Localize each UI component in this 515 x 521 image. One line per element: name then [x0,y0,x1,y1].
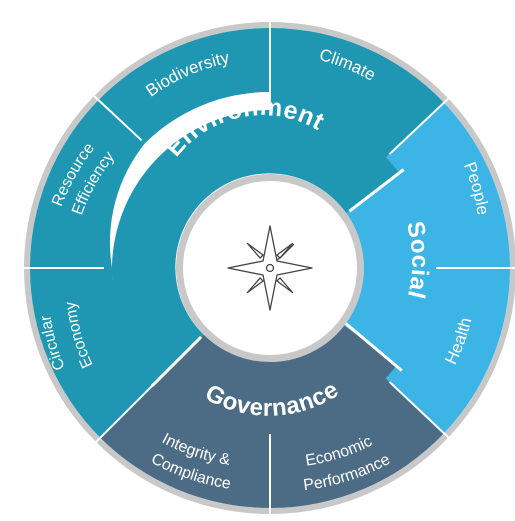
compass-star-icon [227,225,313,311]
outer-dividers [23,21,515,515]
category-social-band [342,172,431,365]
segment-integrity-compliance [100,379,270,508]
outer-ring [30,27,510,508]
segment-climate [270,28,444,159]
segment-biodiversity [98,27,270,144]
segment-circular-economy [30,268,159,438]
inner-ring [111,109,431,428]
segment-health [384,268,510,434]
category-governance-band [156,324,398,428]
segment-resource-efficiency [30,100,145,269]
segment-people [384,102,510,268]
inner-dividers [150,168,405,388]
category-environment-band [111,109,399,382]
segment-economic-performance [270,377,444,508]
